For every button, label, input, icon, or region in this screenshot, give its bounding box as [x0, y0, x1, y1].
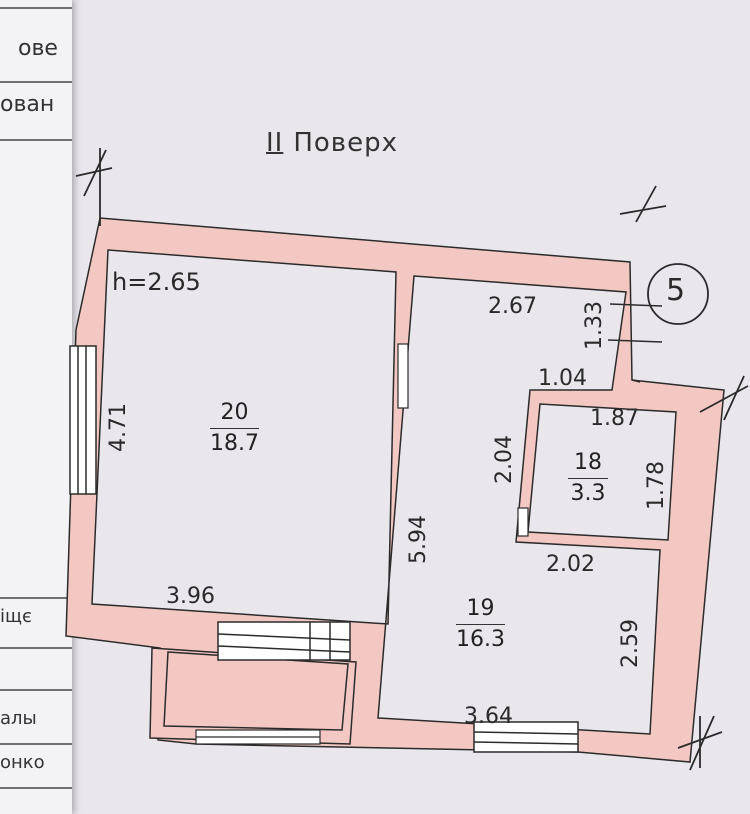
page-fragment: ован [0, 92, 55, 117]
interior-door [397, 343, 409, 409]
dim-room19-top-width: 2.67 [488, 294, 537, 319]
apartment-number-circle [647, 263, 709, 325]
room-area: 3.3 [570, 481, 606, 506]
floor-title-text: Поверх [293, 128, 399, 158]
room-number: 19 [456, 598, 505, 625]
room-20-label: 20 18.7 [210, 402, 259, 455]
room-18-label: 18 3.3 [568, 452, 608, 505]
floor-title: II Поверх [266, 128, 398, 158]
apartment-number: 5 [666, 273, 686, 308]
left-window [69, 345, 97, 495]
dim-room20-height: 4.71 [106, 403, 131, 452]
balcony-window [195, 729, 321, 745]
left-page-edge: ове ован іщє алы онко [0, 0, 72, 814]
dim-room19-notch-height: 1.33 [582, 301, 607, 350]
dim-room19-mid-width: 2.02 [546, 552, 595, 577]
page-fragment: іщє [0, 606, 32, 627]
page-fragment: алы [0, 708, 37, 729]
room-area: 16.3 [456, 627, 505, 652]
page-fragment: онко [0, 752, 45, 773]
room-number: 20 [210, 402, 259, 429]
dim-room18-top: 1.87 [590, 406, 639, 431]
ceiling-height: h=2.65 [112, 268, 201, 296]
dim-room19-height: 5.94 [406, 515, 431, 564]
dim-room19-notch-width: 1.04 [538, 366, 587, 391]
dim-room19-right-height: 2.59 [618, 619, 643, 668]
entrance [607, 303, 663, 383]
dim-room18-left: 2.04 [492, 435, 517, 484]
small-room-door [517, 507, 529, 537]
dim-room18-right: 1.78 [644, 461, 669, 510]
room-area: 18.7 [210, 431, 259, 456]
axis-marks [75, 148, 749, 771]
floor-roman-numeral: II [266, 128, 284, 158]
page-fragment: ове [18, 36, 58, 61]
dim-room20-width: 3.96 [166, 584, 215, 609]
page-table-lines [0, 7, 72, 789]
dim-room19-bottom-width: 3.64 [464, 704, 513, 729]
room-number: 18 [568, 452, 608, 479]
balcony-door [217, 621, 351, 661]
bottom-window [473, 721, 579, 753]
room-19-label: 19 16.3 [456, 598, 505, 651]
